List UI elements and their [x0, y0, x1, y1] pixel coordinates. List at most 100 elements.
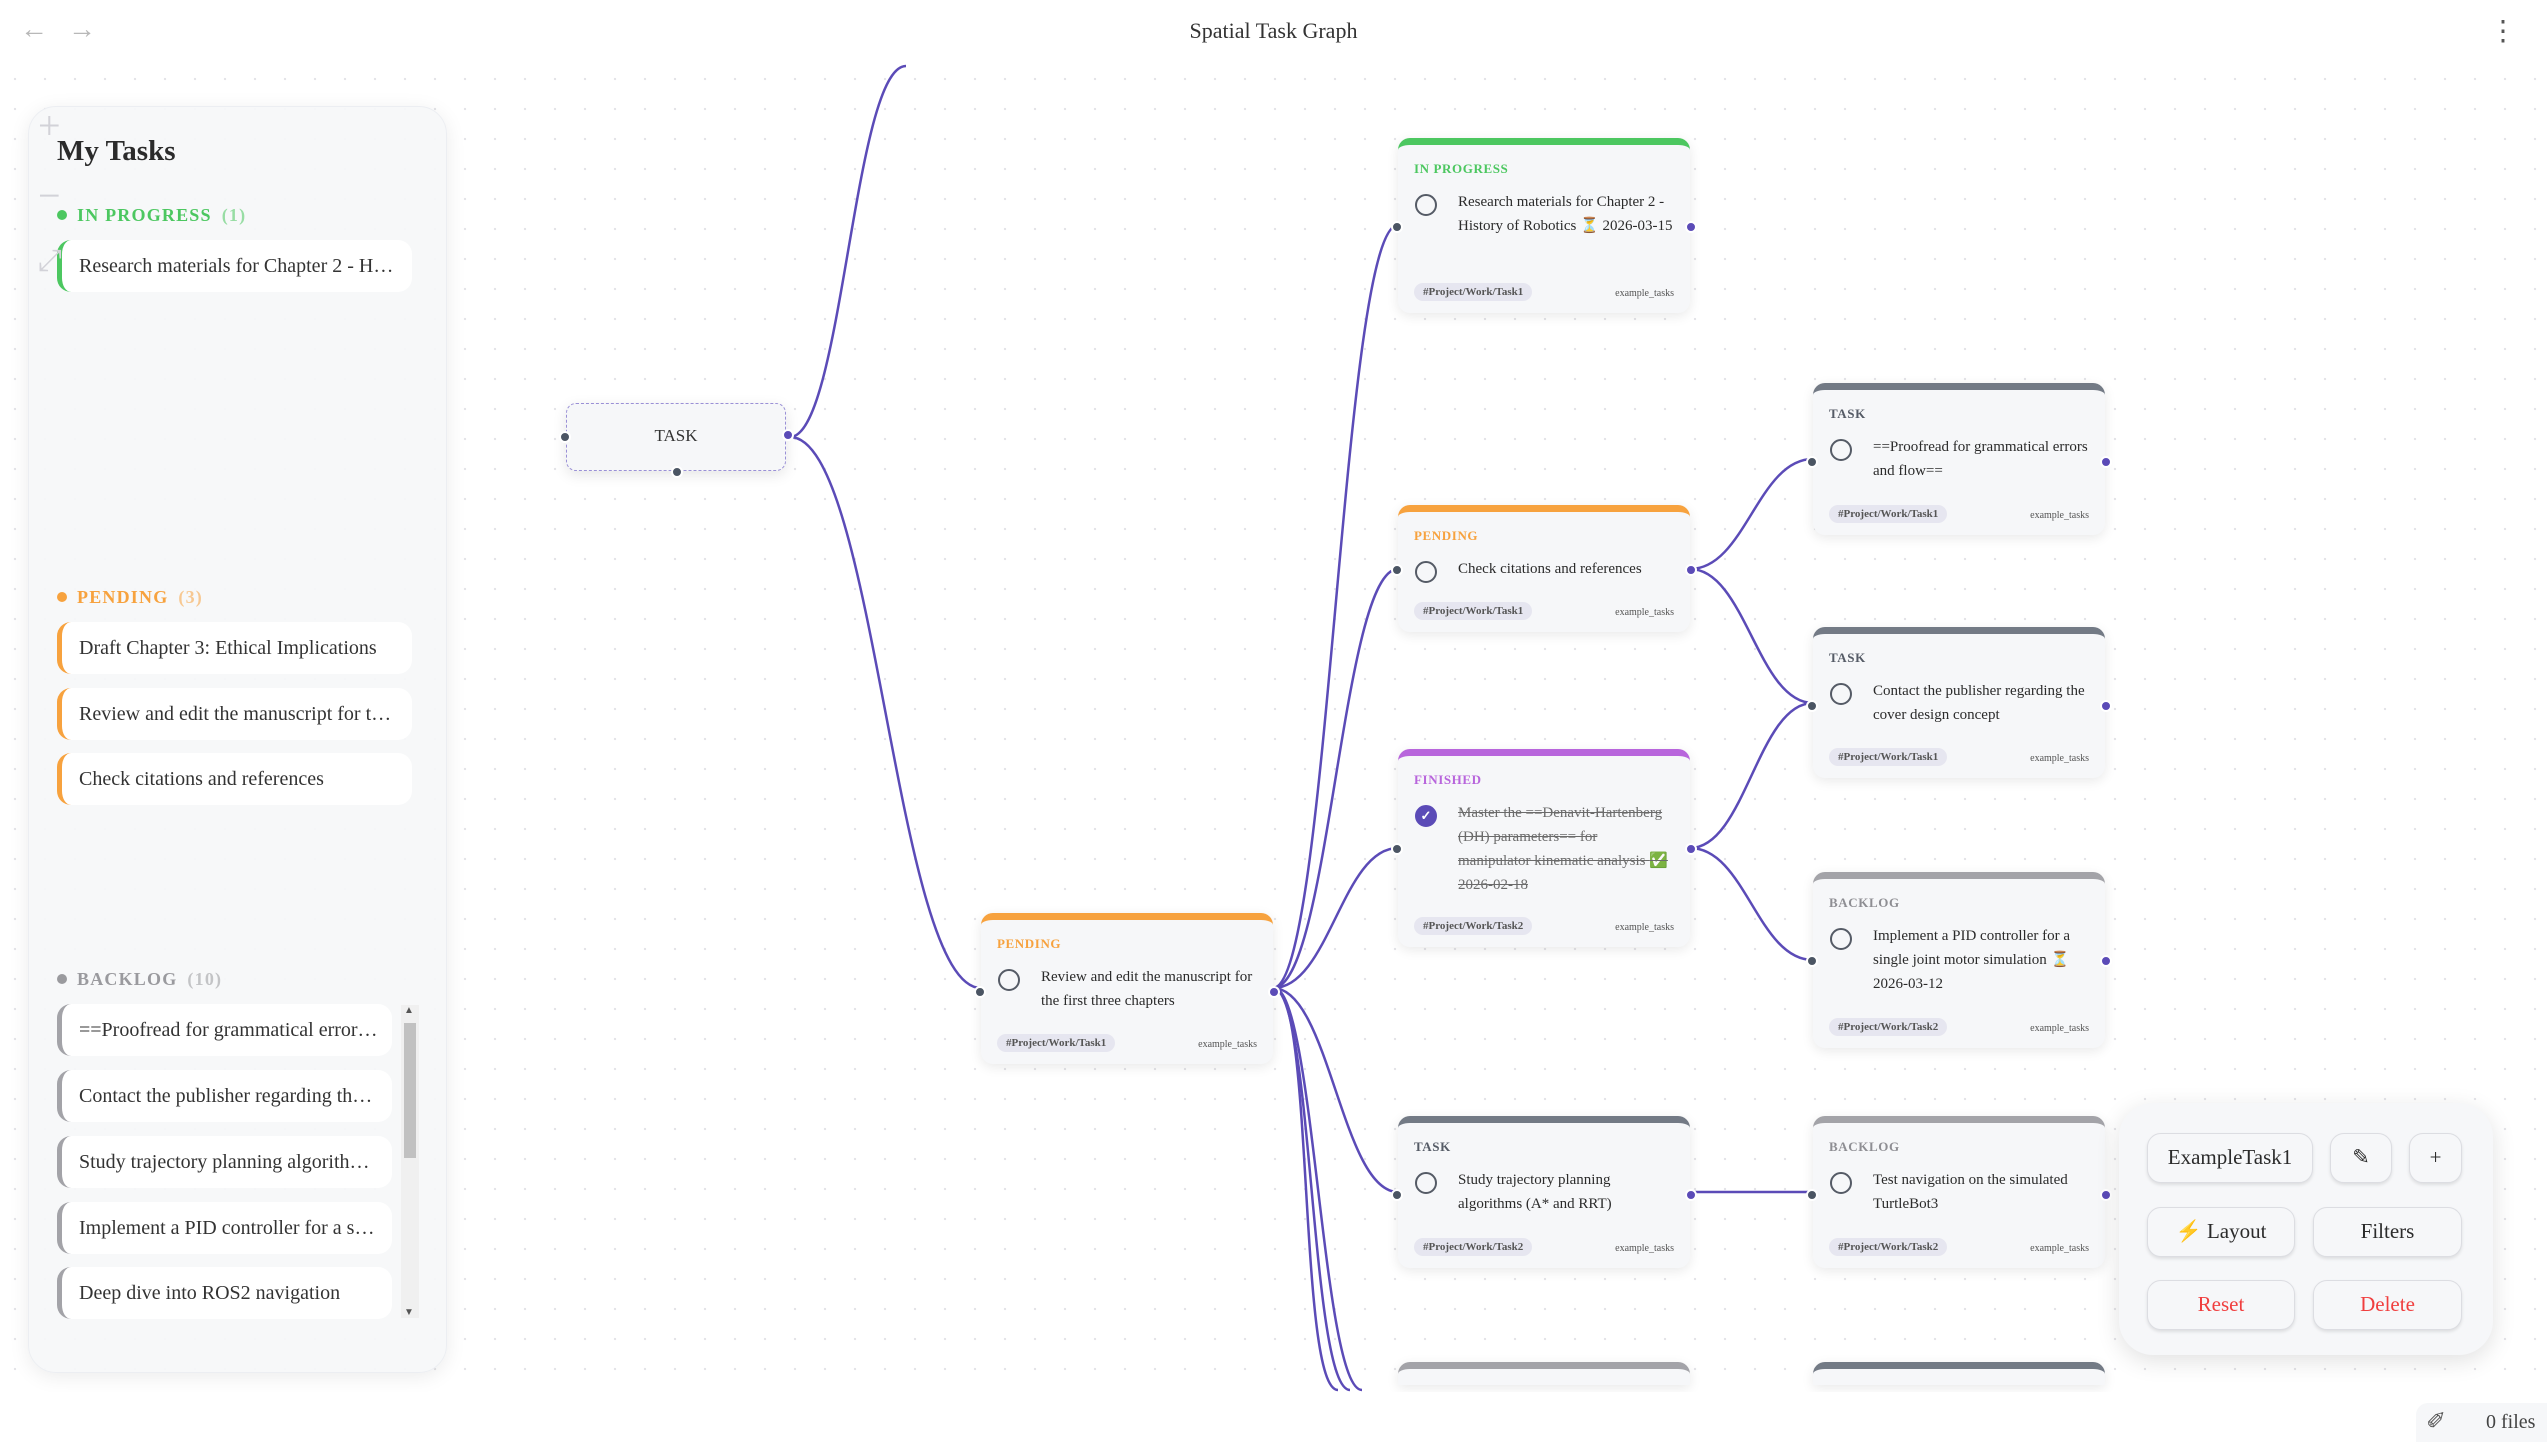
- connection-handle[interactable]: [1806, 456, 1818, 468]
- connection-handle[interactable]: [2100, 1189, 2112, 1201]
- checkbox[interactable]: [1830, 1172, 1852, 1194]
- connection-handle[interactable]: [1685, 843, 1697, 855]
- arrow-left-icon[interactable]: ←: [20, 14, 48, 45]
- task-text: Check citations and references: [1458, 557, 1673, 581]
- tag-badge[interactable]: #Project/Work/Task1: [1414, 602, 1533, 620]
- edge-connector[interactable]: [1689, 457, 1814, 571]
- sidebar-task-item[interactable]: Implement a PID controller for a single …: [57, 1202, 392, 1254]
- scrollbar-thumb[interactable]: [404, 1023, 416, 1158]
- edge-connector[interactable]: [1272, 223, 1399, 990]
- sidebar-task-item[interactable]: Draft Chapter 3: Ethical Implications: [57, 622, 412, 674]
- checkbox[interactable]: [1415, 1172, 1437, 1194]
- tag-badge[interactable]: #Project/Work/Task2: [1414, 1238, 1533, 1256]
- connection-handle[interactable]: [2100, 456, 2112, 468]
- connection-handle[interactable]: [782, 429, 794, 441]
- status-bar: ✐ 0 files: [2416, 1403, 2547, 1442]
- top-bar: ← → Spatial Task Graph ⋮: [0, 0, 2547, 64]
- delete-button[interactable]: Delete: [2313, 1280, 2462, 1330]
- tag-badge[interactable]: #Project/Work/Task1: [997, 1034, 1116, 1052]
- filters-button[interactable]: Filters: [2313, 1207, 2462, 1257]
- pen-icon[interactable]: ✐: [2426, 1409, 2447, 1435]
- edge-connector[interactable]: [1689, 846, 1814, 962]
- sidebar-task-item[interactable]: Research materials for Chapter 2 - Histo…: [57, 240, 412, 292]
- connection-handle[interactable]: [1806, 1189, 1818, 1201]
- edge-connector[interactable]: [1689, 567, 1814, 705]
- zoom-in-button[interactable]: +: [38, 103, 61, 148]
- connection-handle[interactable]: [1391, 1189, 1403, 1201]
- edge-connector[interactable]: [1689, 701, 1814, 850]
- sidebar-task-item[interactable]: Contact the publisher regarding the cove…: [57, 1070, 392, 1122]
- checkbox[interactable]: [998, 969, 1020, 991]
- section-count: (3): [178, 587, 203, 607]
- pencil-icon[interactable]: ✎: [2330, 1133, 2392, 1183]
- task-file-button[interactable]: ExampleTask1: [2147, 1133, 2313, 1183]
- connection-handle[interactable]: [1391, 563, 1403, 576]
- task-text: Study trajectory planning algorithms (A*…: [1458, 1168, 1673, 1216]
- edge-connector[interactable]: [789, 64, 907, 439]
- connection-handle[interactable]: [1391, 843, 1403, 855]
- status-label: BACKLOG: [1829, 895, 1900, 910]
- scroll-down-icon[interactable]: ▼: [404, 1307, 414, 1318]
- sidebar-task-item[interactable]: Deep dive into ROS2 navigation: [57, 1267, 392, 1319]
- connection-handle[interactable]: [2100, 699, 2112, 712]
- edge-connector[interactable]: [1272, 567, 1399, 990]
- connection-handle[interactable]: [1268, 985, 1280, 998]
- task-card[interactable]: PENDING Check citations and references #Pr…: [1391, 505, 1697, 632]
- checkbox[interactable]: [1830, 439, 1852, 461]
- connection-handle[interactable]: [974, 985, 986, 998]
- connection-handle[interactable]: [1806, 955, 1818, 967]
- arrow-right-icon[interactable]: →: [68, 14, 96, 45]
- connection-handle[interactable]: [1685, 1189, 1697, 1201]
- sidebar-task-item[interactable]: Review and edit the manuscript for the f…: [57, 688, 412, 740]
- checkbox[interactable]: [1830, 928, 1852, 950]
- edge-connector[interactable]: [1272, 846, 1399, 990]
- reset-button[interactable]: Reset: [2147, 1280, 2295, 1330]
- connection-handle[interactable]: [1685, 563, 1697, 576]
- root-task-node[interactable]: TASK: [559, 403, 794, 478]
- tag-badge[interactable]: #Project/Work/Task2: [1829, 1018, 1948, 1036]
- connection-handle[interactable]: [1806, 699, 1818, 712]
- tag-badge[interactable]: #Project/Work/Task2: [1829, 1238, 1948, 1256]
- sidebar-task-item[interactable]: Check citations and references: [57, 753, 412, 805]
- add-button[interactable]: +: [2409, 1133, 2462, 1183]
- graph-canvas[interactable]: + − ⤢ My Tasks IN PROGRESS(1) Research m…: [0, 64, 2547, 1392]
- sidebar-scrollbar[interactable]: ▲ ▼: [401, 1005, 419, 1318]
- edge-connector[interactable]: [1273, 986, 1339, 1392]
- tag-badge[interactable]: #Project/Work/Task1: [1414, 283, 1533, 301]
- edge-connector[interactable]: [1273, 986, 1363, 1392]
- checkbox[interactable]: [1415, 561, 1437, 583]
- task-card[interactable]: TASK==Proofread for grammatical errors a…: [1806, 383, 2112, 535]
- task-card[interactable]: FINISHED✓Master the ==Denavit-Hartenberg…: [1391, 749, 1697, 947]
- zoom-out-button[interactable]: −: [38, 173, 61, 218]
- checkbox[interactable]: [1830, 683, 1852, 705]
- hourglass-icon: ⏳: [1580, 218, 1599, 234]
- edge-connector[interactable]: [789, 435, 982, 990]
- connection-handle[interactable]: [671, 466, 683, 478]
- fit-view-icon[interactable]: ⤢: [38, 244, 62, 277]
- checkbox[interactable]: [1415, 194, 1437, 216]
- sidebar-task-item[interactable]: Study trajectory planning algorithms (A*…: [57, 1136, 392, 1188]
- connection-handle[interactable]: [1685, 220, 1697, 233]
- tag-badge[interactable]: #Project/Work/Task1: [1829, 748, 1948, 766]
- sidebar-task-item[interactable]: ==Proofread for grammatical errors and f…: [57, 1004, 392, 1056]
- connection-handle[interactable]: [1391, 220, 1403, 233]
- edge-connector[interactable]: [1272, 986, 1399, 1194]
- connection-handle[interactable]: [559, 431, 571, 443]
- layout-button[interactable]: ⚡ Layout: [2147, 1207, 2295, 1257]
- status-label: PENDING: [1414, 528, 1479, 543]
- task-card[interactable]: TASK: [1813, 1362, 2105, 1385]
- tag-badge[interactable]: #Project/Work/Task2: [1414, 917, 1533, 935]
- kebab-menu-icon[interactable]: ⋮: [2489, 16, 2517, 47]
- connection-handle[interactable]: [2100, 955, 2112, 967]
- source-label: example_tasks: [1615, 607, 1674, 618]
- tag-badge[interactable]: #Project/Work/Task1: [1829, 505, 1948, 523]
- task-card[interactable]: BACKLOG: [1398, 1362, 1690, 1385]
- checkbox-checked-icon[interactable]: ✓: [1415, 805, 1437, 827]
- scroll-up-icon[interactable]: ▲: [404, 1005, 414, 1016]
